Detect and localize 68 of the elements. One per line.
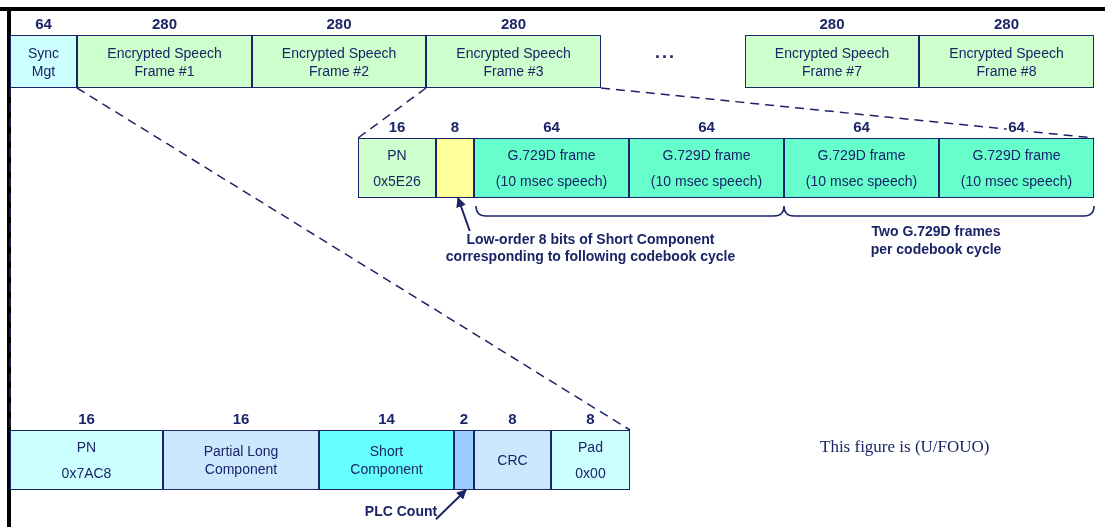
arrow xyxy=(456,197,471,232)
note-text: Two G.729D frames per codebook cycle xyxy=(869,222,1003,258)
bit-width-label: 64 xyxy=(541,119,562,135)
field-value: (10 msec speech) xyxy=(495,172,608,190)
field-name: G.729D frame xyxy=(507,146,596,164)
field-box xyxy=(319,430,454,490)
ellipsis: ... xyxy=(655,42,677,63)
bit-width-label: 14 xyxy=(376,411,397,427)
field-name: G.729D frame xyxy=(972,146,1061,164)
field-box xyxy=(745,35,919,88)
bit-width-label: 280 xyxy=(817,16,847,32)
bit-width-label: 64 xyxy=(851,119,872,135)
field-box xyxy=(426,35,601,88)
annotation-text: PLC Count xyxy=(355,503,447,521)
field-name: Partial Long Component xyxy=(202,442,280,478)
bit-width-label: 16 xyxy=(76,411,97,427)
field-name: Short Component xyxy=(349,442,424,478)
field-box xyxy=(252,35,426,88)
bit-width-label: 280 xyxy=(324,16,354,32)
field-value: (10 msec speech) xyxy=(960,172,1073,190)
field-value: (10 msec speech) xyxy=(650,172,763,190)
field-name: Encrypted Speech Frame #7 xyxy=(773,43,891,80)
field-box xyxy=(474,430,551,490)
field-value: 0x7AC8 xyxy=(61,464,112,482)
field-name: PN xyxy=(76,438,97,456)
connector-line xyxy=(357,87,427,139)
field-box xyxy=(77,35,252,88)
field-box xyxy=(358,138,436,198)
bit-width-label: 280 xyxy=(992,16,1021,32)
field-box xyxy=(551,430,630,490)
field-box xyxy=(919,35,1094,88)
annotation-text: Low-order 8 bits of Short Component corresponding to following codebook cycle xyxy=(418,231,763,269)
field-name: G.729D frame xyxy=(817,146,906,164)
field-box xyxy=(784,138,939,198)
field-name: Encrypted Speech Frame #3 xyxy=(455,43,572,80)
field-box xyxy=(939,138,1094,198)
connector-line xyxy=(76,87,631,431)
field-box xyxy=(163,430,319,490)
field-name: PN xyxy=(387,146,407,164)
field-name: Sync Mgt xyxy=(26,43,61,80)
field-value: 0x00 xyxy=(575,464,606,482)
classification-note: This figure is (U/FOUO) xyxy=(820,437,991,457)
bit-width-label: 16 xyxy=(386,119,408,135)
field-box xyxy=(454,430,474,490)
bit-width-label: 2 xyxy=(457,411,471,427)
bit-width-label: 280 xyxy=(150,16,179,32)
bit-width-label: 8 xyxy=(506,411,519,427)
field-name: Pad xyxy=(578,438,603,456)
field-value: 0x5E26 xyxy=(373,172,421,190)
bit-width-label: 64 xyxy=(696,119,717,135)
bit-width-label: 8 xyxy=(584,411,597,427)
field-name: Encrypted Speech Frame #1 xyxy=(106,43,223,80)
field-box xyxy=(629,138,784,198)
field-box xyxy=(436,138,474,198)
bit-width-label: 64 xyxy=(1006,119,1027,135)
field-name: Encrypted Speech Frame #2 xyxy=(280,43,398,80)
field-value: (10 msec speech) xyxy=(805,172,918,190)
bit-width-label: 16 xyxy=(230,411,252,427)
field-name: CRC xyxy=(497,451,528,469)
field-box xyxy=(474,138,629,198)
bit-width-label: 280 xyxy=(499,16,528,32)
bit-width-label: 64 xyxy=(33,16,54,32)
field-name: Encrypted Speech Frame #8 xyxy=(948,43,1065,80)
arrow xyxy=(434,489,467,521)
field-box xyxy=(10,430,163,490)
bit-width-label: 8 xyxy=(448,119,462,135)
field-name: G.729D frame xyxy=(662,146,751,164)
field-box xyxy=(10,35,77,88)
